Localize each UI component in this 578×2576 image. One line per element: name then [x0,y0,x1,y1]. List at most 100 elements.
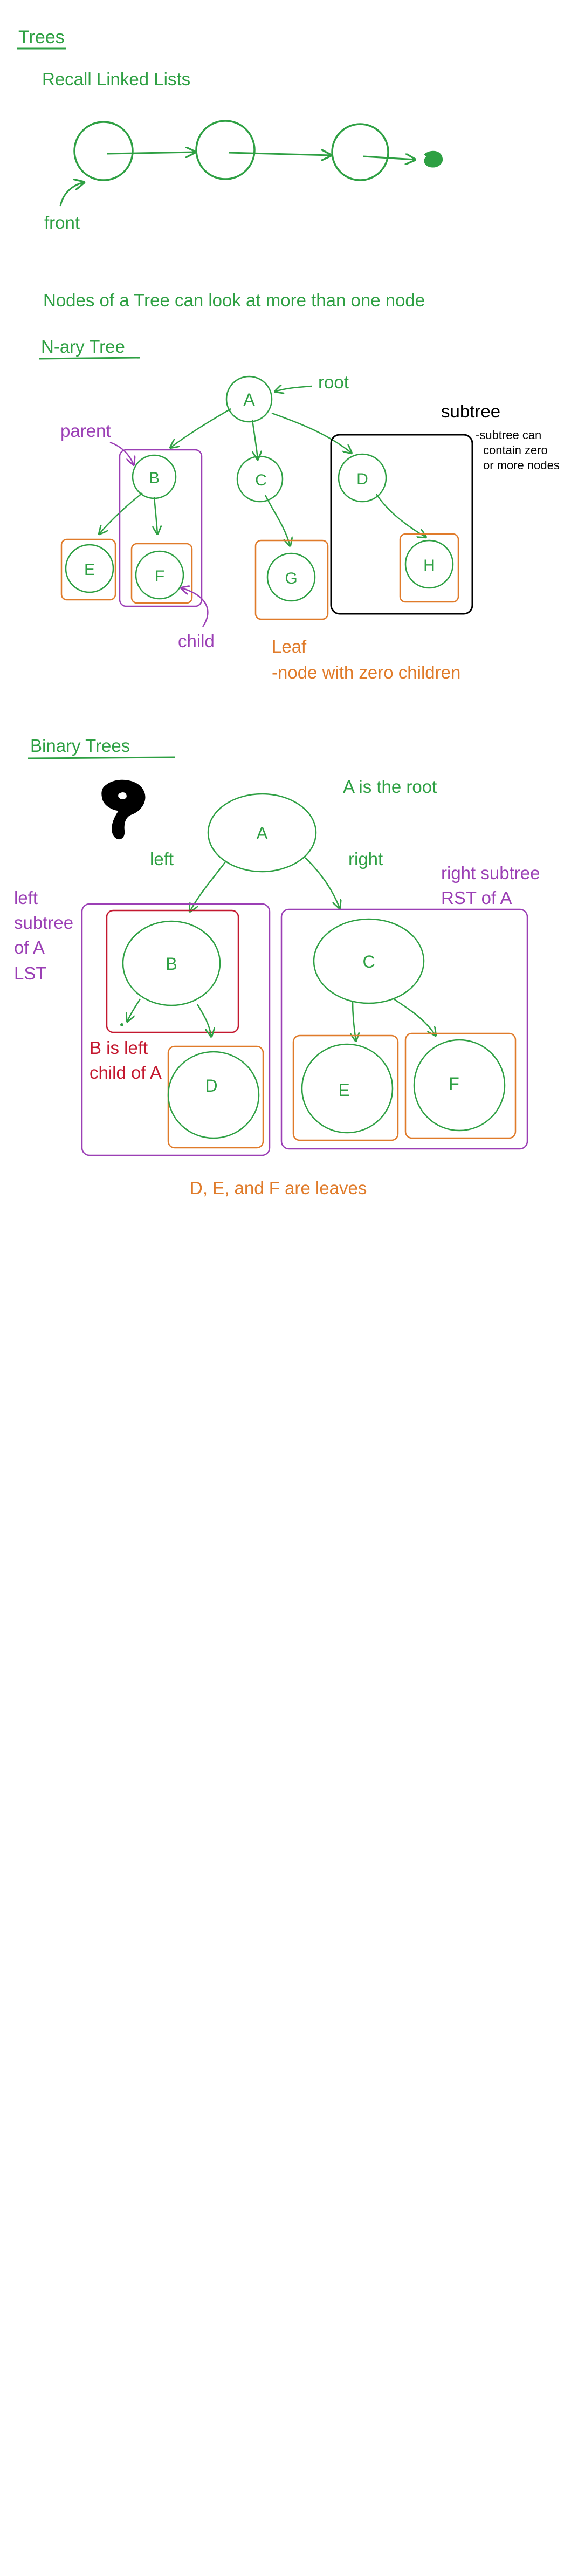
right-edge-label: right [348,849,383,869]
leaf-box-f [130,543,193,604]
section-binary-trees: Binary Trees A A is the root left right … [14,736,540,1198]
leaf-box-h [399,533,459,603]
list-node-3 [331,123,389,181]
edge-a-b-binary [190,861,226,912]
nary-node-b-label: B [149,469,160,487]
binary-node-f: F [413,1039,506,1132]
lst-note-2: subtree [14,913,73,933]
binary-title: Binary Trees [30,736,130,756]
right-subtree-box [280,908,528,1150]
parent-pointer-arrow [109,441,134,465]
edge-c-e-binary [353,1001,356,1041]
nary-node-b: B [132,454,177,499]
linked-list: front [44,120,443,232]
binary-node-a: A [207,793,317,873]
leaf-title: Leaf [272,636,307,656]
binary-node-a-label: A [256,824,268,843]
subtree-note-2: contain zero [483,443,548,457]
leaf-desc: -node with zero children [272,662,460,682]
null-dot [120,1023,123,1026]
doodle-mark-icon [101,779,146,840]
front-label: front [44,213,80,232]
front-pointer-arrow [59,182,84,207]
trees-note: Nodes of a Tree can look at more than on… [43,290,425,310]
nary-node-h: H [404,539,454,589]
nary-node-h-label: H [423,557,435,574]
nary-node-e-label: E [84,561,95,579]
binary-node-e: E [301,1043,394,1134]
edge-a-d [271,412,352,453]
b-left-child-note-1: B is left [90,1038,148,1058]
leaf-box-e-binary [292,1034,399,1141]
parent-subtree-box [119,449,203,607]
binary-node-e-label: E [338,1080,349,1100]
leaf-box-d-binary [167,1045,264,1149]
recall-text: Recall Linked Lists [42,69,190,89]
subtree-title: subtree [441,401,500,421]
edge-b-d-binary [196,1004,211,1037]
leaves-note: D, E, and F are leaves [190,1178,367,1198]
edge-b-null-stub [127,998,141,1022]
binary-node-d-label: D [205,1076,217,1095]
binary-title-underline [27,756,175,759]
lst-note-4: LST [14,963,47,983]
binary-node-d: D [167,1051,260,1139]
edge-a-c [251,419,258,460]
edge-c-g [264,495,290,546]
left-edge-label: left [150,849,174,869]
list-node-2 [195,120,256,180]
child-pointer-arrow [181,588,209,627]
leaf-box-g [254,539,329,620]
subtree-note-1: -subtree can [476,428,541,442]
nary-node-a: A [225,375,273,423]
root-label: root [318,372,349,392]
lst-note-3: of A [14,937,45,957]
binary-node-f-label: F [449,1074,459,1093]
root-pointer-arrow [275,386,312,392]
nary-node-f-label: F [155,567,164,585]
list-link-1 [106,152,195,154]
nary-node-c: C [236,455,284,503]
binary-node-b: B [122,920,221,1006]
binary-node-c: C [313,918,425,1004]
subtree-box-d [330,434,473,615]
b-left-child-note-2: child of A [90,1063,162,1083]
left-subtree-box [81,903,271,1156]
lst-note-1: left [14,888,38,908]
list-link-3 [363,156,415,160]
nary-node-f: F [135,550,184,600]
nary-node-a-label: A [243,390,255,409]
binary-node-b-label: B [166,954,177,974]
edge-a-c-binary [305,857,340,908]
section-nary-tree: N-ary Tree A B C D E [38,337,560,682]
leaf-box-e [60,538,116,601]
nary-title: N-ary Tree [41,337,125,357]
nary-node-d-label: D [356,470,368,488]
nary-node-c-label: C [255,471,267,489]
edge-a-b [170,408,231,448]
nary-node-d: D [338,453,387,503]
a-root-note: A is the root [343,777,437,797]
nary-node-e: E [65,544,114,593]
child-label: child [178,631,215,651]
edge-c-f-binary [393,998,436,1036]
leaf-box-f-binary [404,1032,517,1139]
list-link-2 [228,153,331,155]
list-node-1 [73,121,134,181]
subtree-note-3: or more nodes [483,458,560,472]
section-trees: Trees Recall Linked Lists front Nodes of… [17,27,443,310]
trees-title: Trees [18,27,65,47]
edge-b-e [99,492,143,534]
nary-node-g-label: G [285,570,297,587]
null-scribble-icon [424,150,443,168]
nary-title-underline [38,357,141,360]
rst-note-2: RST of A [441,888,512,908]
binary-node-c-label: C [362,952,375,971]
nary-node-g: G [266,552,316,602]
rst-note-1: right subtree [441,863,540,883]
parent-label: parent [60,421,111,441]
b-node-box [106,909,239,1033]
edge-b-f [154,497,157,534]
edge-d-h [375,494,426,537]
